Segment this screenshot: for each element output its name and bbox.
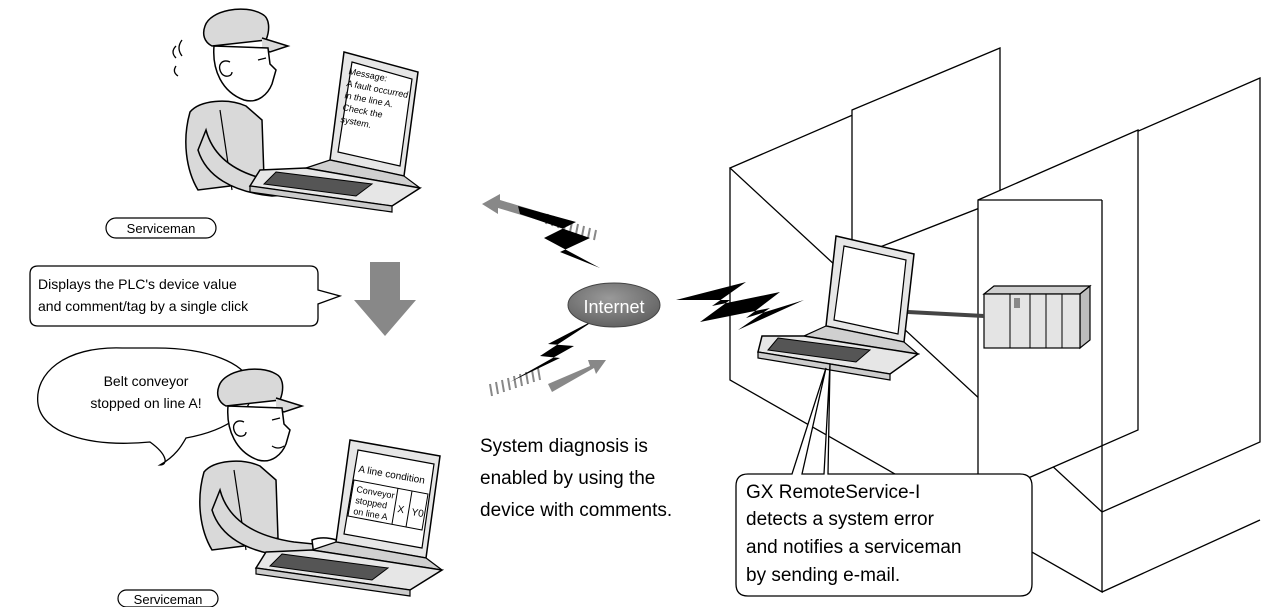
gx-line-3: and notifies a serviceman xyxy=(746,537,961,558)
callout-display-line-1: Displays the PLC's device value xyxy=(38,276,237,292)
plc-unit xyxy=(982,284,1092,350)
internet-label: Internet xyxy=(583,297,644,317)
diagnosis-line-2: enabled by using the xyxy=(480,468,655,489)
laptop-bottom xyxy=(254,439,445,597)
laptop-right xyxy=(757,235,920,381)
diagnosis-line-1: System diagnosis is xyxy=(480,436,648,457)
gx-line-2: detects a system error xyxy=(746,509,935,530)
speech-line-2: stopped on line A! xyxy=(90,395,201,411)
lightning-lower xyxy=(510,318,598,382)
screen-bottom-cell-x: X xyxy=(396,504,405,516)
lightning-upper xyxy=(518,206,600,268)
serviceman-top-label: Serviceman xyxy=(127,221,196,236)
diagnosis-line-3: device with comments. xyxy=(480,500,672,521)
signal-arrow-lower xyxy=(489,360,606,397)
speech-line-1: Belt conveyor xyxy=(104,373,189,389)
lightning-right xyxy=(676,282,804,330)
serviceman-top-label-frame xyxy=(105,217,217,239)
serviceman-bottom-label: Serviceman xyxy=(134,592,203,607)
serviceman-bottom-label-frame xyxy=(117,589,219,607)
callout-display xyxy=(29,265,343,327)
gx-line-1: GX RemoteService-I xyxy=(746,482,920,503)
internet-cloud xyxy=(567,282,661,328)
serviceman-bottom-figure xyxy=(199,368,345,557)
laptop-top xyxy=(248,51,423,213)
screen-bottom-cell-y: Y0 xyxy=(410,507,424,520)
callout-display-line-2: and comment/tag by a single click xyxy=(38,298,249,314)
gx-callout xyxy=(735,363,1033,597)
gx-line-4: by sending e-mail. xyxy=(746,565,900,586)
pc-plc-cable xyxy=(907,310,985,318)
down-arrow xyxy=(354,262,416,336)
